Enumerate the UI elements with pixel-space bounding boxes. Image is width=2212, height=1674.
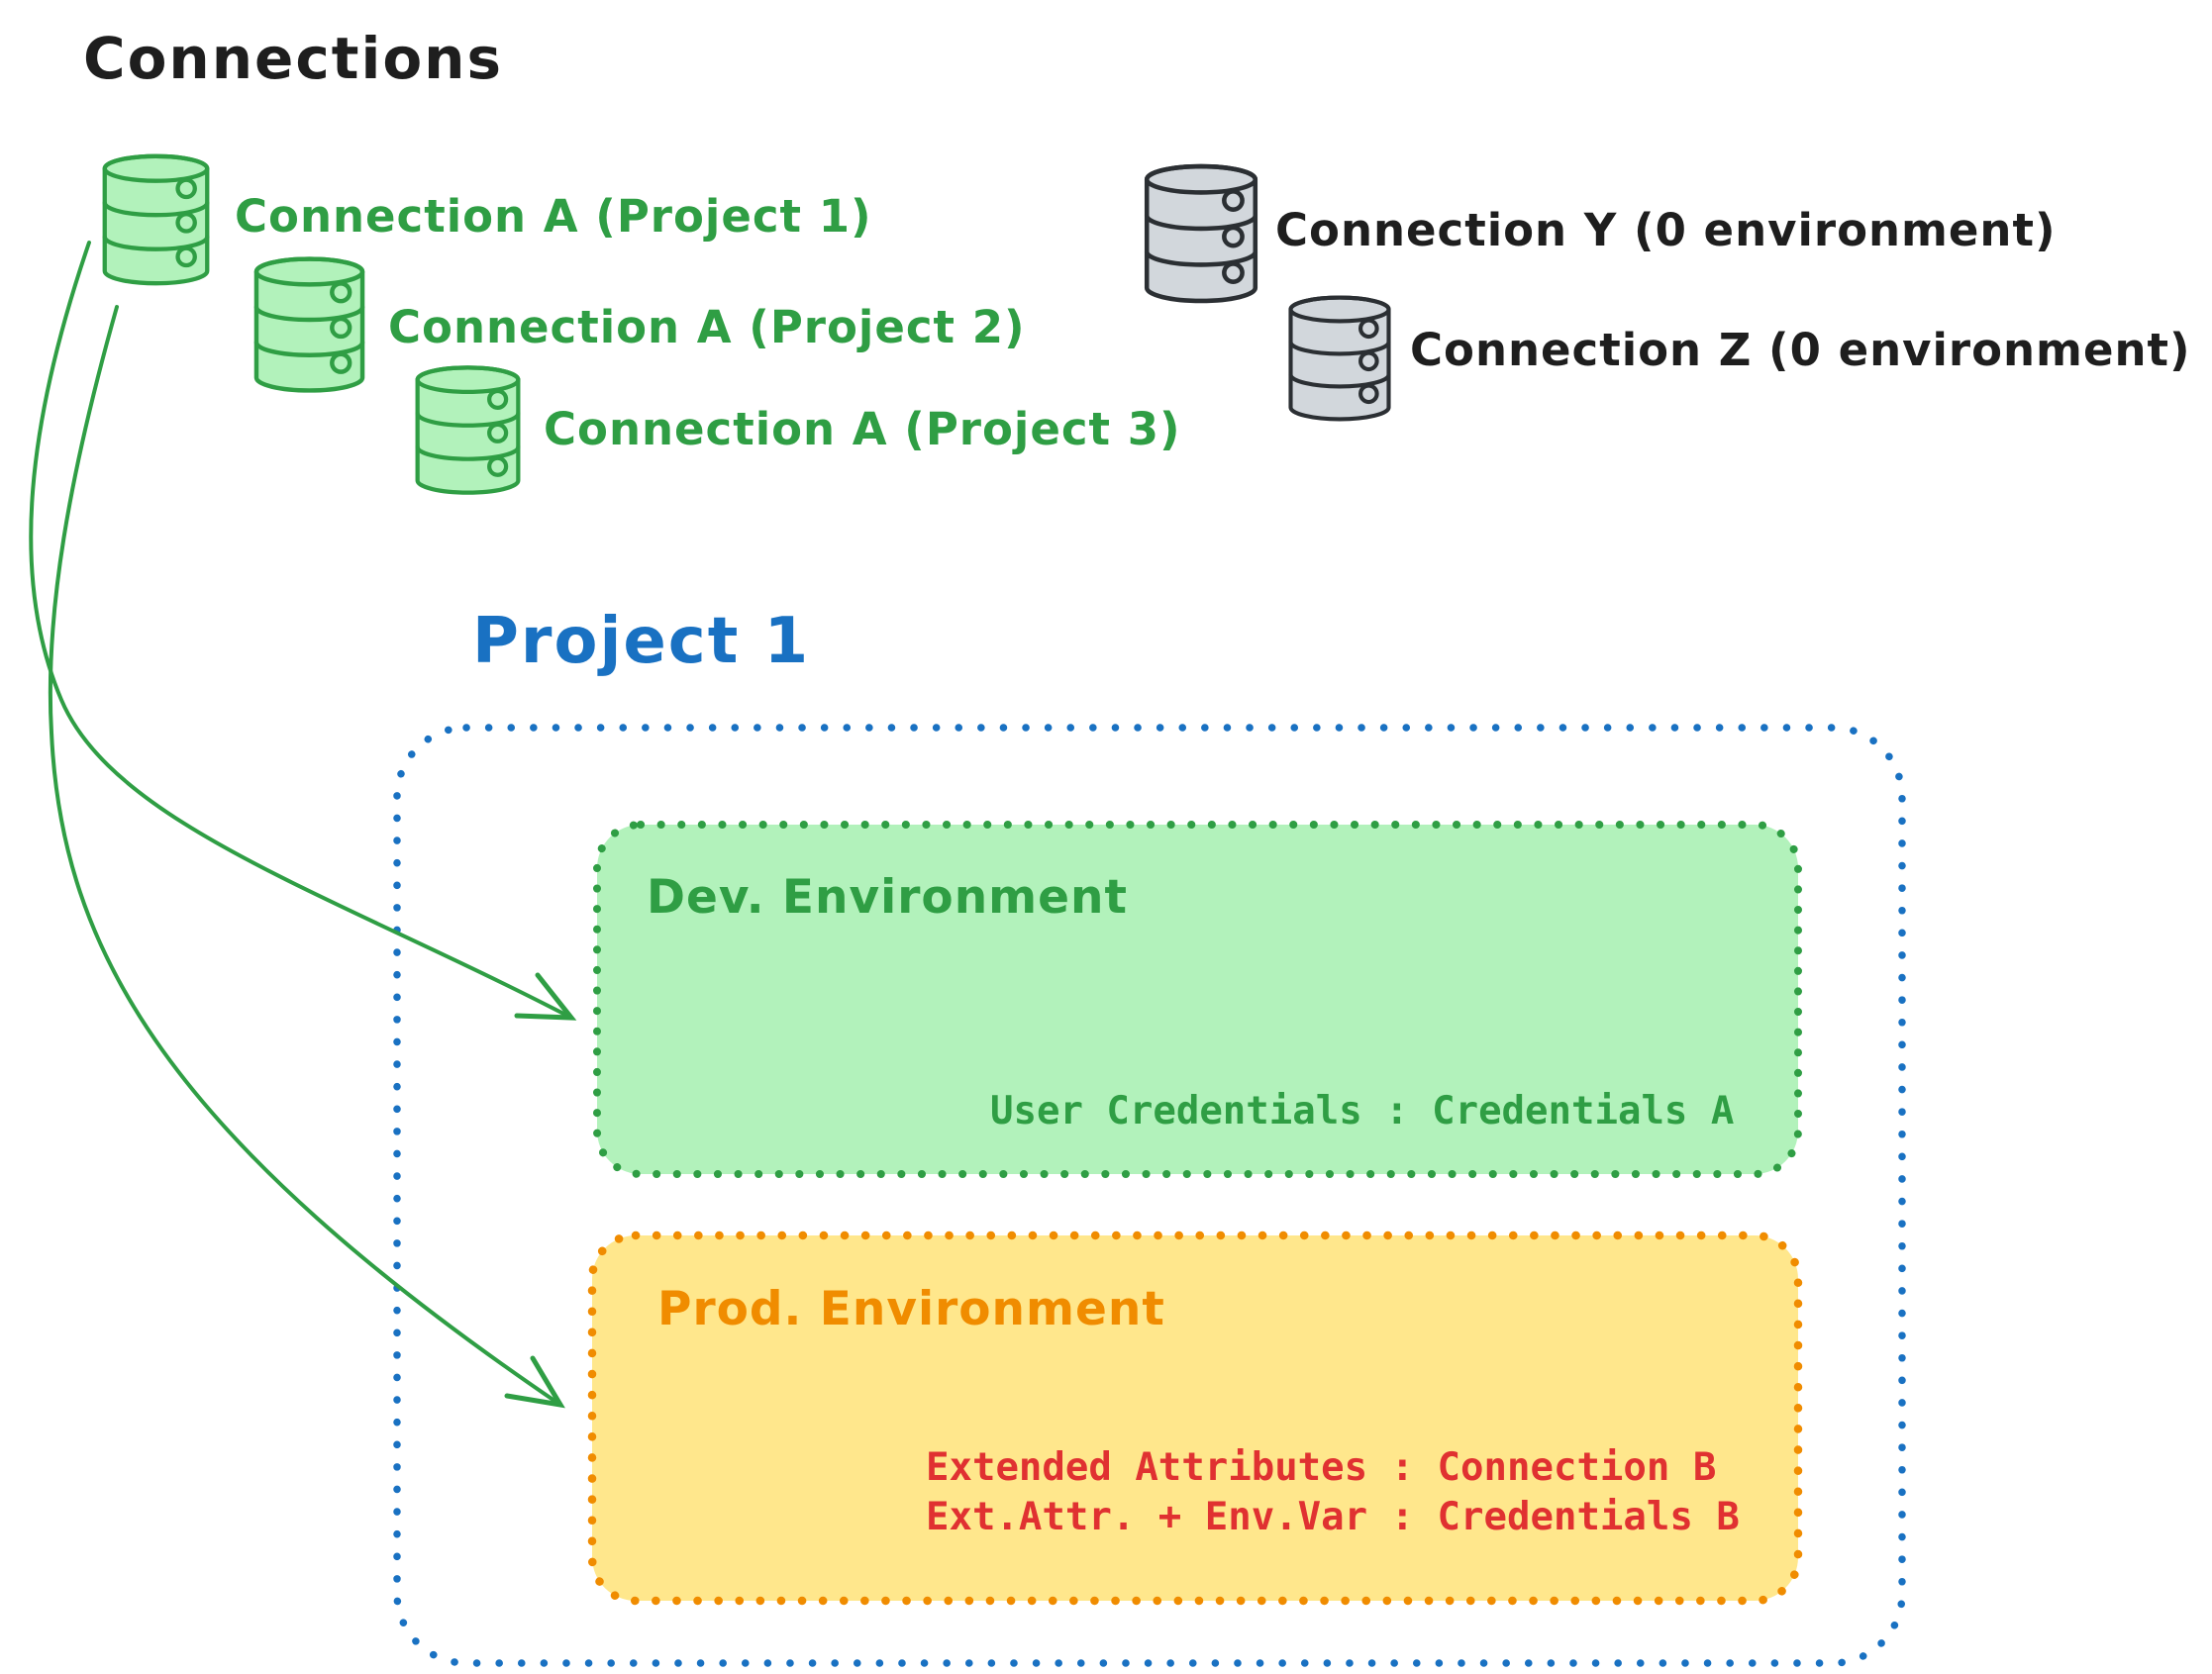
connection-z-label: Connection Z (0 environment) xyxy=(1410,324,2191,376)
page-title: Connections xyxy=(83,25,503,92)
project-title: Project 1 xyxy=(472,605,811,678)
connection-a-project-3-label: Connection A (Project 3) xyxy=(544,403,1181,455)
prod-mappings: Extended Attributes : Connection B Ext.A… xyxy=(926,1443,1740,1542)
prod-environment-title: Prod. Environment xyxy=(657,1282,1165,1336)
database-icon xyxy=(251,255,368,394)
database-icon xyxy=(99,150,213,289)
database-icon xyxy=(412,360,524,500)
connection-a-project-2-label: Connection A (Project 2) xyxy=(388,301,1026,353)
connection-y-label: Connection Y (0 environment) xyxy=(1275,204,2057,256)
database-icon xyxy=(1285,289,1394,428)
database-icon xyxy=(1141,163,1261,304)
dev-environment-title: Dev. Environment xyxy=(647,870,1128,925)
dev-credentials-mapping: User Credentials : Credentials A xyxy=(990,1089,1735,1133)
prod-mapping-extended-attributes: Extended Attributes : Connection B xyxy=(926,1445,1717,1490)
connection-a-project-1-label: Connection A (Project 1) xyxy=(235,190,872,243)
prod-mapping-ext-attr-env-var: Ext.Attr. + Env.Var : Credentials B xyxy=(926,1495,1740,1539)
